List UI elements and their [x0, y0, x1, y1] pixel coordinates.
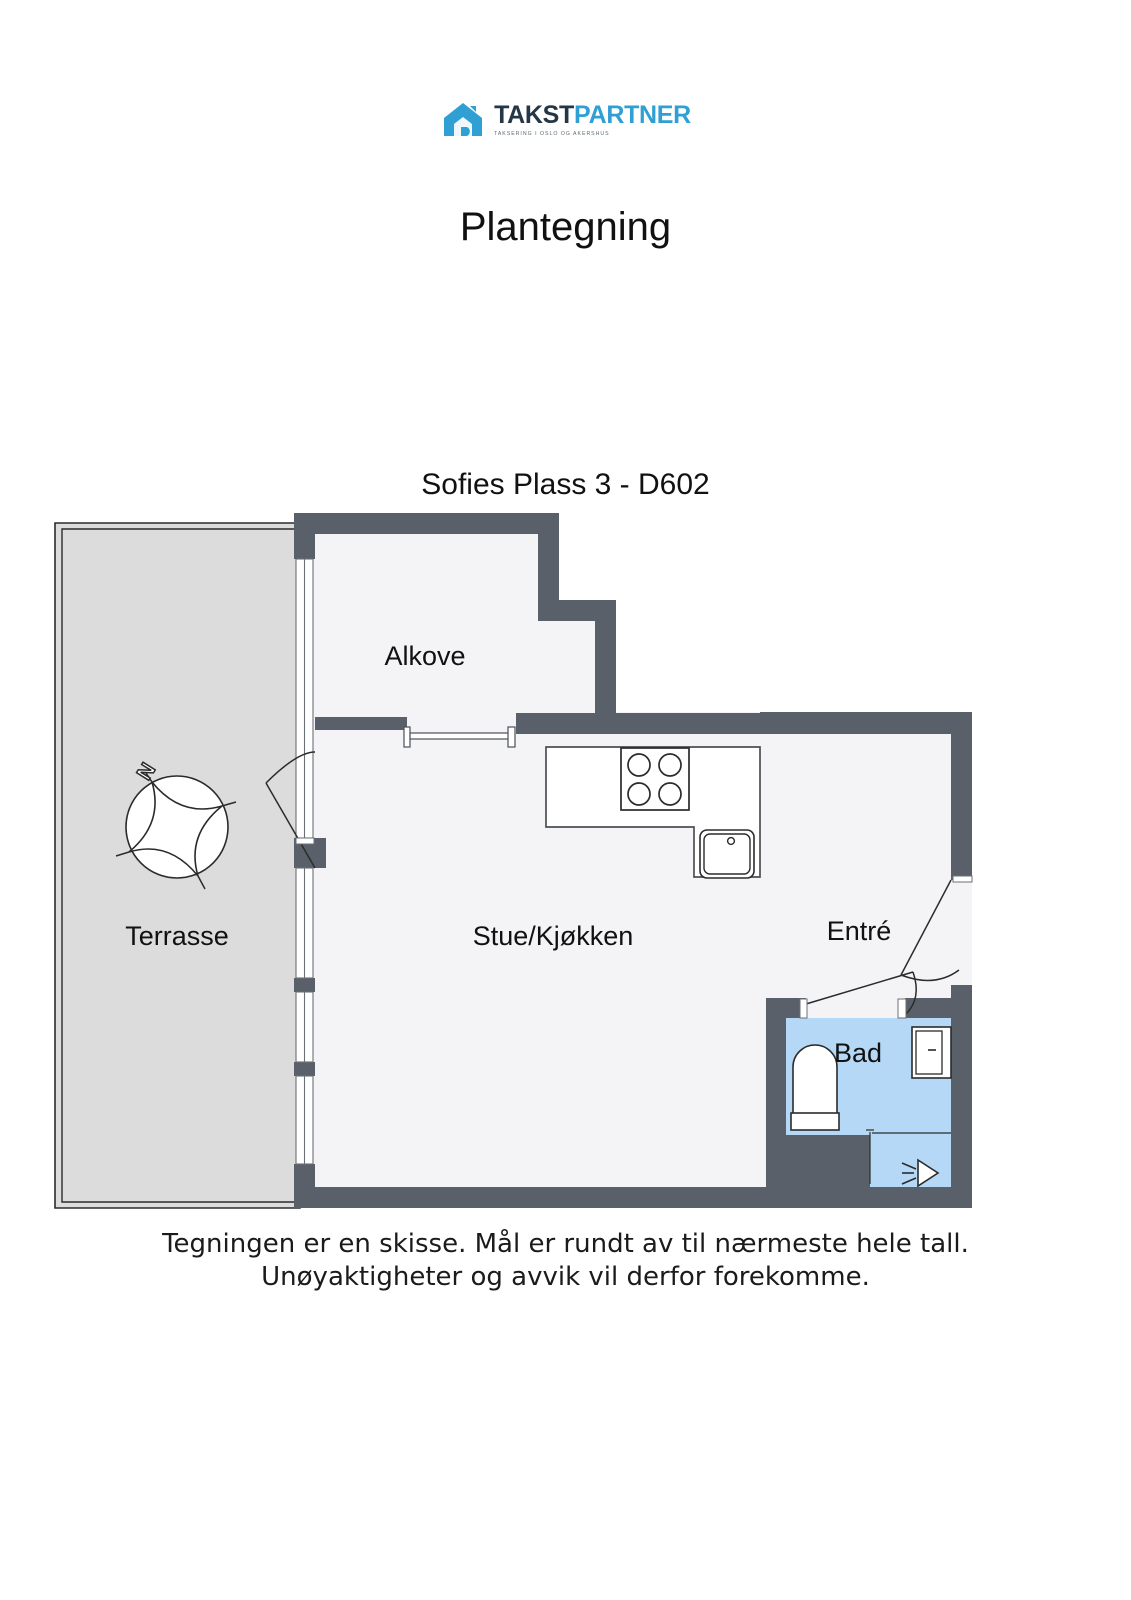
bathroom-door-swing[interactable]: [799, 971, 917, 1019]
plan-address-title: Sofies Plass 3 - D602: [421, 468, 710, 501]
room-label-stue-kjokken: Stue/Kjøkken: [473, 921, 634, 951]
brand-wordmark-dark: TAKST: [494, 101, 575, 129]
room-label-alkove: Alkove: [384, 641, 465, 671]
room-label-entre: Entré: [827, 916, 892, 946]
alkove-sliding-door[interactable]: [315, 717, 516, 748]
room-label-terrasse: Terrasse: [125, 921, 229, 951]
disclaimer: Tegningen er en skisse. Mål er rundt av …: [0, 1228, 1131, 1295]
brand-wordmark-blue: PARTNER: [574, 101, 691, 129]
brand-logo: TAKSTPARTNER TAKSERING I OSLO OG AKERSHU…: [0, 100, 1131, 140]
entry-door-swing[interactable]: [900, 875, 973, 982]
window-band[interactable]: [295, 558, 314, 1165]
washbasin-icon: [911, 1026, 952, 1079]
walls: [294, 513, 972, 1208]
terrace-door-swing[interactable]: [265, 751, 316, 869]
brand-wordmark: TAKSTPARTNER: [494, 103, 691, 128]
disclaimer-line-2: Unøyaktigheter og avvik vil derfor forek…: [261, 1262, 870, 1293]
shower-enclosure: [866, 1129, 951, 1184]
brand-tagline: TAKSERING I OSLO OG AKERSHUS: [494, 131, 610, 137]
house-logo-icon: [444, 103, 483, 136]
page-title: Plantegning: [459, 205, 672, 249]
kitchen-counter: [545, 746, 761, 879]
kitchen-stove-icon: [620, 747, 690, 811]
brand-text: TAKSTPARTNER TAKSERING I OSLO OG AKERSHU…: [494, 103, 691, 138]
bathroom-fixtures: [790, 1026, 952, 1188]
room-label-bad: Bad: [834, 1038, 882, 1068]
kitchen-sink-icon: [699, 829, 755, 879]
toilet-icon: [790, 1044, 840, 1131]
shower-icon: [901, 1158, 940, 1188]
disclaimer-line-1: Tegningen er en skisse. Mål er rundt av …: [162, 1229, 969, 1259]
